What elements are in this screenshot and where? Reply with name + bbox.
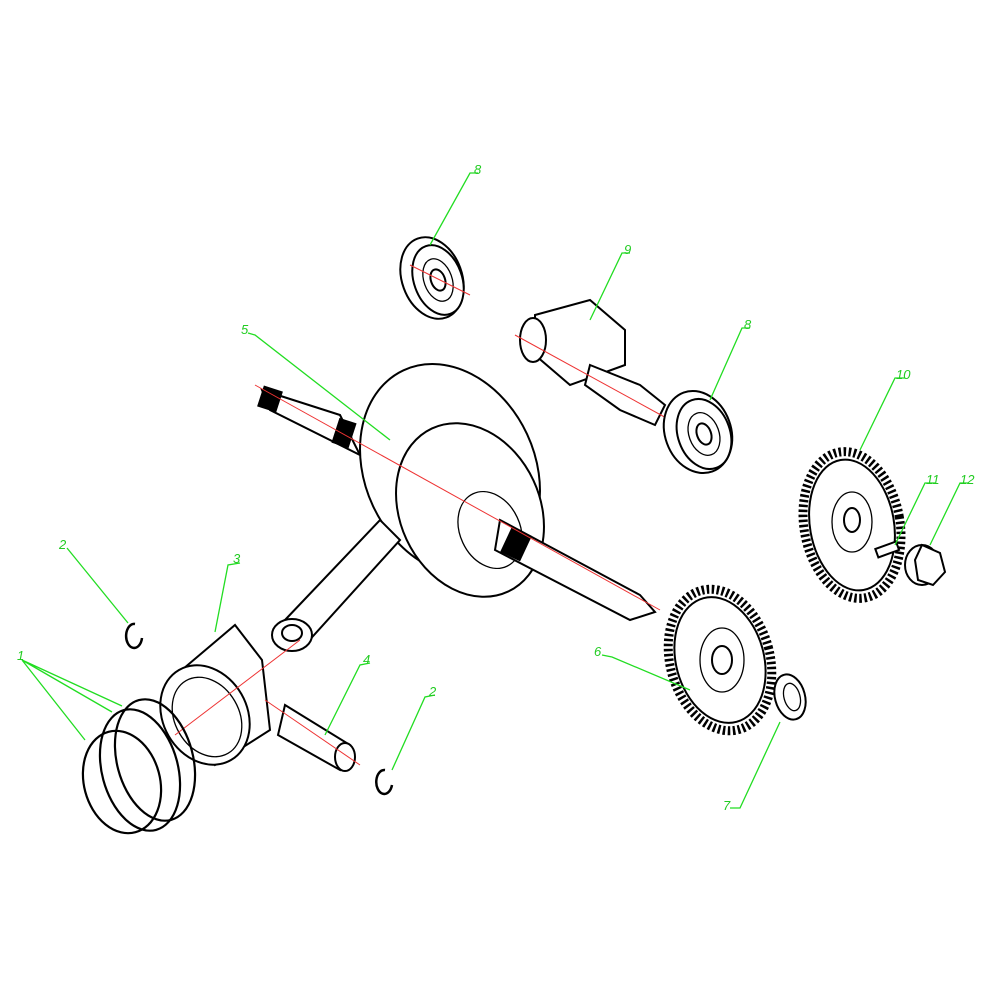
- callout-12: 12: [960, 472, 975, 487]
- callout-6: 6: [594, 644, 602, 659]
- callout-10: 10: [896, 367, 911, 382]
- callout-5: 5: [241, 322, 249, 337]
- callout-1: 1: [17, 648, 24, 663]
- piston-pin: [264, 699, 361, 772]
- drive-gear: [663, 584, 777, 736]
- balancer-gear: [798, 447, 906, 603]
- piston-pin-clip-left: [124, 622, 144, 650]
- key: [874, 540, 901, 559]
- flange-nut: [904, 543, 947, 587]
- callout-9: 9: [624, 242, 631, 257]
- piston-rings: [81, 698, 197, 835]
- piston-pin-clip-right: [375, 768, 394, 796]
- leader-lines: [21, 172, 968, 809]
- callout-2: 2: [58, 537, 67, 552]
- callout-11: 11: [926, 472, 940, 487]
- crankshaft: [254, 363, 661, 652]
- callout-4: 4: [363, 652, 370, 667]
- bearing-top: [399, 236, 471, 320]
- balancer-shaft: [514, 298, 671, 427]
- callout-8-top: 8: [474, 162, 482, 177]
- callout-7: 7: [723, 798, 731, 813]
- callout-2-right: 2: [428, 684, 437, 699]
- callout-3: 3: [233, 551, 241, 566]
- bearing-right: [662, 389, 734, 475]
- nut: [773, 673, 807, 721]
- piston: [159, 623, 301, 767]
- callout-8-right: 8: [744, 317, 752, 332]
